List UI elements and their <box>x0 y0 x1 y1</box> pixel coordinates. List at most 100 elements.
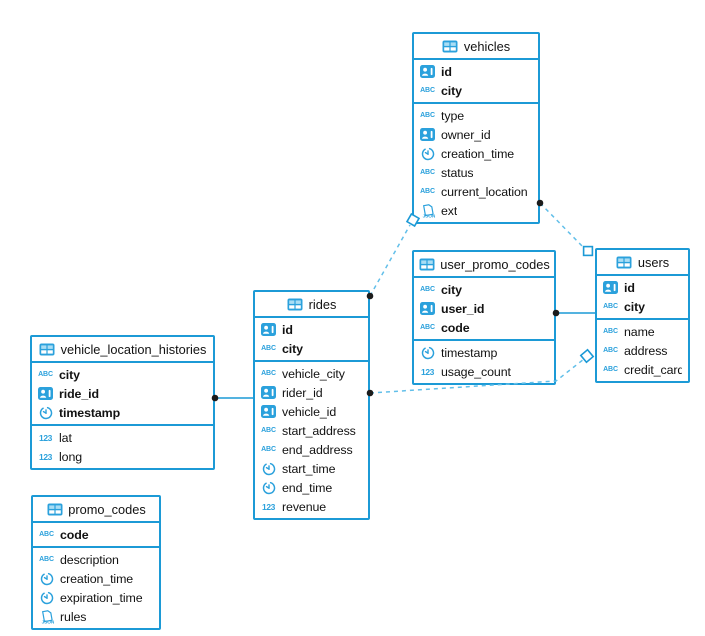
column-label: timestamp <box>441 345 498 360</box>
uuid-id-badge-icon <box>261 386 276 399</box>
text-abc-icon: ABC <box>420 324 435 331</box>
text-abc-icon: ABC <box>420 87 435 94</box>
table-header[interactable]: vehicles <box>414 34 538 60</box>
datetime-type-icon <box>37 406 54 420</box>
column-label: id <box>624 280 635 295</box>
column-label: vehicle_id <box>282 404 337 419</box>
table-grid-icon <box>39 343 55 355</box>
text-abc-icon: ABC <box>603 303 618 310</box>
column-row-timestamp: timestamp <box>32 403 213 422</box>
text-abc-icon: ABC <box>38 371 53 378</box>
column-label: revenue <box>282 499 327 514</box>
column-row-user_id: user_id <box>414 299 554 318</box>
uuid-id-badge-icon <box>261 405 276 418</box>
table-header[interactable]: user_promo_codes <box>414 252 554 278</box>
number-123-icon: 123 <box>39 432 52 443</box>
table-icon <box>616 256 633 269</box>
column-label: city <box>441 282 462 297</box>
uuid-id-badge-icon <box>603 281 618 294</box>
column-row-rules: JSON rules <box>33 607 159 626</box>
column-label: city <box>624 299 645 314</box>
column-row-ext: JSON ext <box>414 201 538 220</box>
table-header[interactable]: promo_codes <box>33 497 159 523</box>
table-header[interactable]: vehicle_location_histories <box>32 337 213 363</box>
column-label: user_id <box>441 301 485 316</box>
column-row-ride_id: ride_id <box>32 384 213 403</box>
number-123-icon: 123 <box>39 451 52 462</box>
table-header[interactable]: rides <box>255 292 368 318</box>
relation-square-marker <box>579 348 595 364</box>
table-title: rides <box>308 296 337 312</box>
json-type-icon: JSON <box>38 609 55 624</box>
column-label: creation_time <box>441 146 515 161</box>
column-label: city <box>59 367 80 382</box>
column-label: credit_card <box>624 362 682 377</box>
text-abc-icon: ABC <box>261 370 276 377</box>
column-label: id <box>282 322 293 337</box>
column-row-timestamp: timestamp <box>414 343 554 362</box>
table-icon <box>46 503 63 516</box>
text-abc-icon: ABC <box>420 112 435 119</box>
table-grid-icon <box>442 40 458 52</box>
text-type-icon: ABC <box>38 556 55 563</box>
datetime-type-icon <box>419 346 436 360</box>
column-label: ext <box>441 203 458 218</box>
uuid-id-badge-icon <box>261 323 276 336</box>
column-label: long <box>59 449 83 464</box>
column-row-owner_id: owner_id <box>414 125 538 144</box>
text-type-icon: ABC <box>602 366 619 373</box>
column-label: ride_id <box>59 386 99 401</box>
table-header[interactable]: users <box>597 250 688 276</box>
text-type-icon: ABC <box>260 370 277 377</box>
number-123-icon: 123 <box>262 501 275 512</box>
timestamp-clock-icon <box>262 462 275 475</box>
timestamp-clock-icon <box>40 591 53 604</box>
text-type-icon: ABC <box>260 427 277 434</box>
column-row-id: id <box>255 320 368 339</box>
text-type-icon: ABC <box>260 345 277 352</box>
column-row-expiration_time: expiration_time <box>33 588 159 607</box>
table-icon <box>418 258 435 271</box>
table-title: user_promo_codes <box>440 256 550 272</box>
column-row-rider_id: rider_id <box>255 383 368 402</box>
text-abc-icon: ABC <box>39 531 54 538</box>
text-type-icon: ABC <box>419 87 436 94</box>
column-label: rules <box>60 609 87 624</box>
text-type-icon: ABC <box>419 112 436 119</box>
text-type-icon: ABC <box>260 446 277 453</box>
column-row-long: 123 long <box>32 447 213 466</box>
json-document-icon: JSON <box>422 203 435 218</box>
text-type-icon: ABC <box>602 328 619 335</box>
table-grid-icon <box>616 256 632 268</box>
text-abc-icon: ABC <box>261 427 276 434</box>
datetime-type-icon <box>38 591 55 605</box>
column-label: usage_count <box>441 364 511 379</box>
uuid-id-badge-icon <box>420 128 435 141</box>
json-type-icon: JSON <box>419 203 436 218</box>
text-abc-icon: ABC <box>39 556 54 563</box>
table-title: vehicles <box>463 38 511 54</box>
table-title: users <box>637 254 670 270</box>
uuid-type-icon <box>37 387 54 400</box>
column-row-city: ABC city <box>32 365 213 384</box>
text-type-icon: ABC <box>419 286 436 293</box>
column-label: creation_time <box>60 571 134 586</box>
column-label: code <box>441 320 470 335</box>
number-type-icon: 123 <box>37 452 54 462</box>
